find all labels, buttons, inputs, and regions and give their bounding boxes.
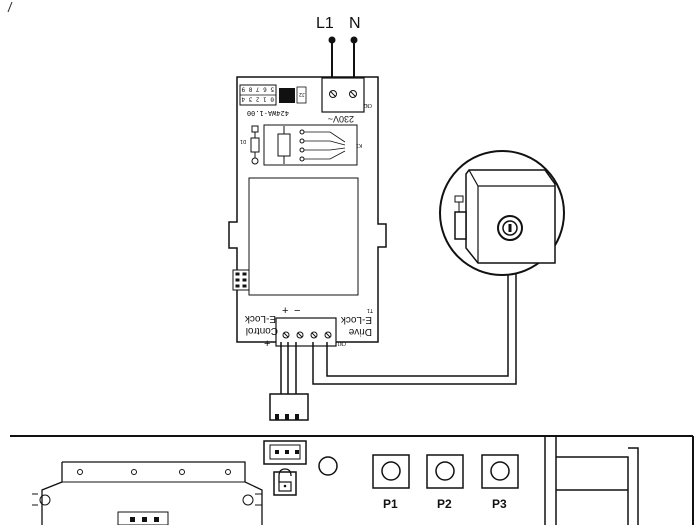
component-hole-4 (225, 469, 231, 475)
control-cable (269, 342, 309, 421)
elock-control-line-1: E-Lock (244, 313, 276, 324)
corner-mark (7, 1, 13, 13)
elock-keyhole (508, 224, 512, 232)
p3-label: P3 (492, 497, 507, 511)
relay-board: CN2 230V~ 5 6 7 8 9 0 1 2 3 4 J2 424WA-1… (228, 76, 387, 350)
p1-label: P1 (383, 497, 398, 511)
plus-top-label: + (282, 305, 288, 317)
elock-wire-outer (312, 272, 517, 385)
voltage-label: 230V~ (328, 114, 354, 124)
relay-area: K1 (263, 124, 362, 166)
dip-jumper (279, 88, 295, 103)
side-connector-pin-4 (242, 278, 247, 282)
dip-tag-box (296, 86, 307, 104)
p1-button-cap[interactable] (381, 461, 401, 481)
minus-top-label: − (294, 305, 300, 317)
diode: D1 (240, 125, 260, 165)
part-number: 424WA-1.00 (247, 109, 289, 117)
control-plug-pin-2 (285, 414, 289, 420)
component-pin-1 (130, 517, 135, 522)
plus-side-label: + (264, 338, 270, 350)
elock-drive-line-1: E-Lock (340, 314, 372, 325)
dip-header: 5 6 7 8 9 0 1 2 3 4 J2 (239, 84, 307, 106)
elock-header-pin-1 (275, 450, 279, 454)
component-hole-1 (77, 469, 83, 475)
cn2-label: CN2 (363, 102, 372, 108)
cn2-terminal-block (321, 77, 365, 113)
elock-bolt-top (454, 195, 464, 203)
elock-control-line-2: Control (246, 325, 278, 336)
elock-cable (312, 272, 517, 385)
side-connector-pin-5 (235, 284, 240, 288)
component-mount-tabs (32, 493, 262, 506)
controller-right-component (544, 436, 639, 525)
side-connector-pin-2 (242, 272, 247, 276)
padlock-shackle (278, 468, 292, 482)
cn1-screw-4 (324, 331, 332, 339)
board-cutout (248, 177, 359, 296)
t1-label: T1 (367, 307, 373, 313)
component-pin-2 (142, 517, 147, 522)
side-connector-frame (232, 269, 250, 291)
padlock-keyhole (283, 484, 287, 488)
elock-drive-line-2: Drive (348, 326, 372, 337)
relay-traces (304, 131, 346, 160)
cn1-screw-3-slot (311, 332, 317, 338)
cn1-screw-4-slot (325, 332, 331, 338)
n-label: N (349, 15, 361, 32)
component-mount-right (242, 494, 254, 506)
padlock-open-icon (273, 468, 297, 496)
controller-board: P1 P2 P3 (10, 435, 694, 525)
cn2-screw-n (349, 90, 357, 98)
l1-label: L1 (316, 15, 334, 32)
elock-header-pin-2 (285, 450, 289, 454)
cn1-screw-1-slot (283, 332, 289, 338)
p3-button-cap[interactable] (490, 461, 510, 481)
cn1-screw-1 (282, 331, 290, 339)
component-pin-3 (154, 517, 159, 522)
component-mount-left (39, 494, 51, 506)
status-led (318, 456, 338, 476)
cn1-screw-2-slot (297, 332, 303, 338)
elock-wire-inner (326, 272, 509, 377)
relay-label: K1 (356, 142, 362, 148)
component-hole-2 (131, 469, 137, 475)
p2-button-cap[interactable] (435, 461, 455, 481)
control-plug-pin-3 (295, 414, 299, 420)
dip-tag: J2 (299, 91, 305, 97)
elock-bolt (454, 211, 467, 240)
control-plug-pin-1 (275, 414, 279, 420)
cn2-screw-l1 (329, 90, 337, 98)
relay-frame (263, 124, 358, 166)
cn1-screw-2 (296, 331, 304, 339)
diode-pad-bottom (251, 157, 259, 165)
dip-top-row: 5 6 7 8 9 (241, 86, 274, 93)
mains-supply: L1 N (316, 15, 361, 82)
side-connector-pin-1 (235, 272, 240, 276)
cn2-screw-n-slot (350, 91, 356, 97)
diode-label: D1 (240, 138, 246, 144)
cn2-screw-l1-slot (330, 91, 336, 97)
elock-housing-edges (468, 169, 556, 263)
side-connector (232, 269, 250, 291)
side-connector-pin-6 (242, 284, 247, 288)
side-connector-pin-3 (235, 278, 240, 282)
component-hole-3 (179, 469, 185, 475)
p2-label: P2 (437, 497, 452, 511)
electric-lock (439, 150, 565, 276)
cn1-label: CN1 (337, 340, 346, 346)
cn1-screw-3 (310, 331, 318, 339)
elock-header-pin-3 (295, 450, 299, 454)
dip-bottom-row: 0 1 2 3 4 (241, 96, 274, 103)
